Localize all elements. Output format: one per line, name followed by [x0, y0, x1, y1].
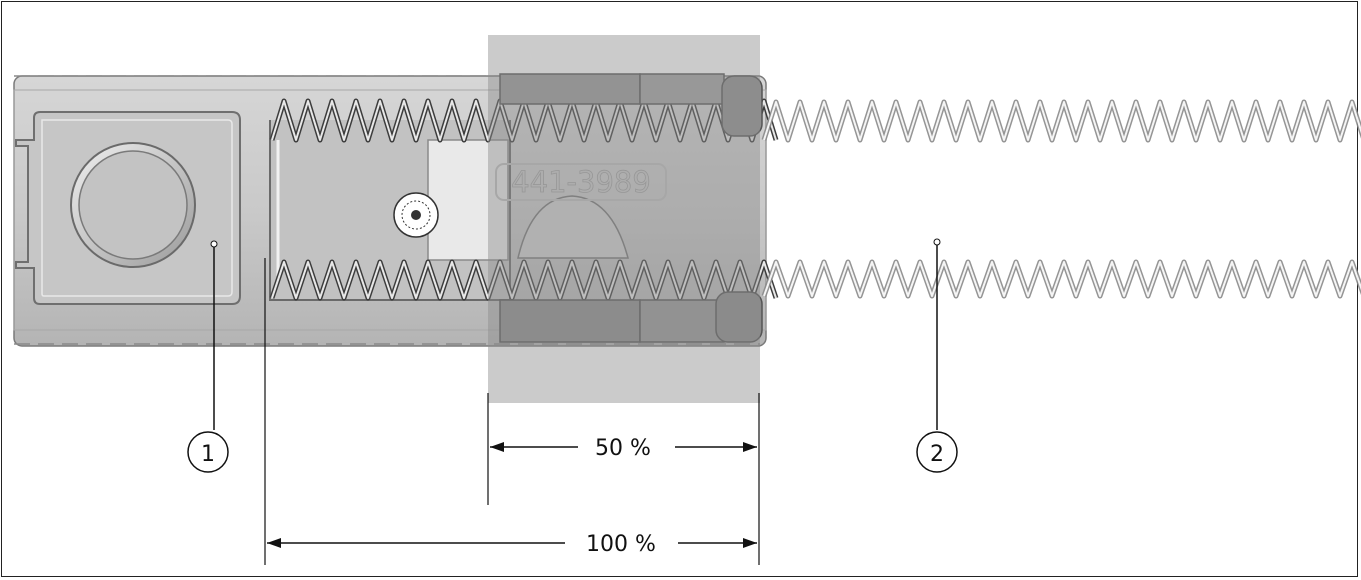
highlight-region — [488, 35, 760, 403]
callout-2-number: 2 — [930, 442, 944, 467]
dimension-100-percent: 100 % — [267, 532, 757, 557]
dimension-50-percent: 50 % — [490, 436, 757, 461]
callout-2: 2 — [916, 431, 958, 473]
ghost-teeth-bottom-row-highlight — [763, 261, 1361, 297]
callout-1-leader — [210, 240, 218, 430]
date-wheel-icon — [393, 192, 439, 238]
dimension-50-label: 50 % — [595, 436, 651, 461]
mounting-pad — [15, 111, 241, 305]
part-number-emboss: 441-3989 — [495, 163, 667, 201]
serrated-teeth-bottom — [269, 259, 779, 301]
part-number-text: 441-3989 — [511, 165, 651, 199]
callout-1-number: 1 — [201, 442, 215, 467]
callout-1: 1 — [187, 431, 229, 473]
strap-extension-teeth-bottom — [761, 259, 1361, 299]
teeth-bottom-row-highlight — [271, 261, 777, 299]
lock-chamber — [269, 120, 511, 301]
dimension-extension-lines — [264, 258, 760, 565]
locking-head — [499, 73, 763, 343]
callout-2-leader — [933, 238, 941, 430]
dimension-100-label: 100 % — [586, 532, 656, 557]
ghost-teeth-top-row-highlight — [763, 101, 1361, 141]
strap-extension-teeth-top — [761, 99, 1361, 143]
